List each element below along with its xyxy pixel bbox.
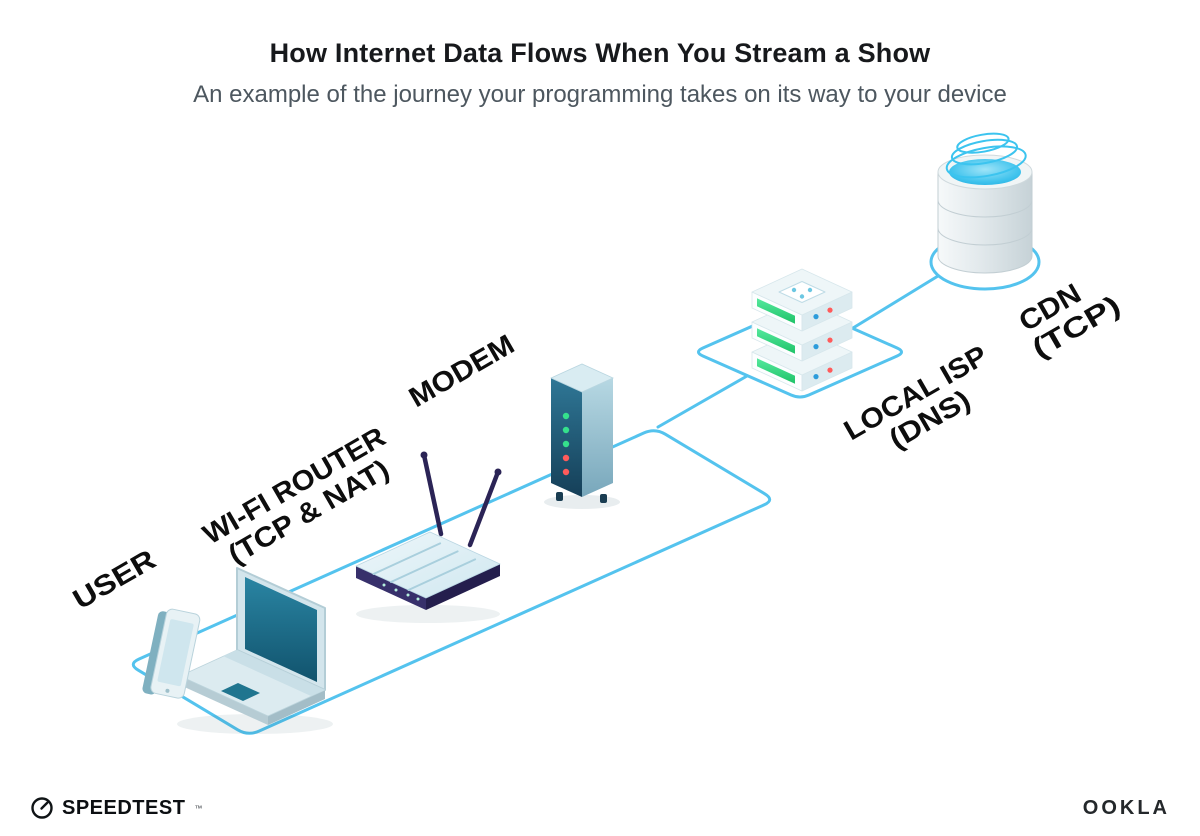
speedtest-wordmark: SPEEDTEST <box>62 796 186 819</box>
page-title: How Internet Data Flows When You Stream … <box>269 38 931 68</box>
flow-path-modem-to-isp <box>656 374 749 429</box>
modem-led-lights <box>562 412 570 476</box>
router-antennas <box>421 452 501 548</box>
cdn-database-icon <box>937 132 1033 274</box>
laptop-icon <box>177 567 333 734</box>
flow-path-lan-loop <box>131 429 772 735</box>
speedtest-logo: SPEEDTEST ™ <box>30 796 202 820</box>
isp-server-icon <box>751 268 853 392</box>
flow-path-isp-to-cdn <box>851 274 940 330</box>
phone-icon <box>142 608 201 699</box>
speedtest-trademark: ™ <box>194 803 203 813</box>
page-subtitle: An example of the journey your programmi… <box>193 81 1007 108</box>
label-modem: MODEM <box>404 328 520 413</box>
ookla-logo: OOKLA <box>1083 797 1170 820</box>
infographic-header: How Internet Data Flows When You Stream … <box>0 38 1200 109</box>
flow-path <box>131 233 1041 735</box>
ookla-wordmark: OOKLA <box>1082 796 1170 819</box>
footer: SPEEDTEST ™ OOKLA <box>0 796 1200 820</box>
speedtest-gauge-icon <box>31 797 53 819</box>
label-user: USER <box>68 543 161 615</box>
wifi-router-icon <box>355 451 502 623</box>
modem-icon <box>544 363 620 509</box>
